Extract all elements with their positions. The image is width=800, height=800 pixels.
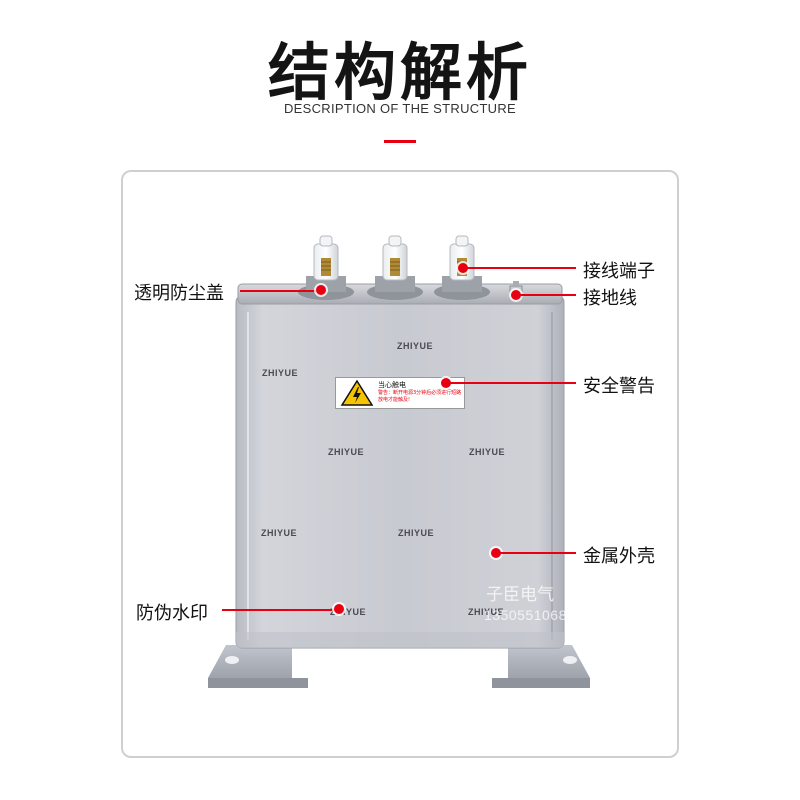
callout-dot (458, 263, 468, 273)
callout-safety-warning: 安全警告 (583, 376, 655, 397)
brand-watermark: ZHIYUE (398, 528, 435, 538)
brand-watermark: ZHIYUE (330, 607, 367, 617)
warning-title: 当心触电 (378, 381, 406, 389)
brand-watermark: ZHIYUE (261, 528, 298, 538)
leader-line (222, 609, 336, 611)
leader-line (499, 552, 576, 554)
brand-watermark: ZHIYUE (328, 447, 365, 457)
page-title: 结构解析 (267, 36, 532, 109)
callout-dot (441, 378, 451, 388)
callout-dot (334, 604, 344, 614)
brand-watermark: ZHIYUE (262, 368, 299, 378)
callout-terminal: 接线端子 (583, 261, 655, 282)
page-subtitle: DESCRIPTION OF THE STRUCTURE (283, 101, 517, 116)
callout-dust-cover: 透明防尘盖 (134, 283, 224, 304)
warning-text: 警告：断开电源3分钟后必须进行短路放电才能触及! (378, 390, 462, 403)
brand-watermark: ZHIYUE (397, 341, 434, 351)
mounting-base (208, 645, 590, 688)
callout-anti-counterfeit: 防伪水印 (136, 603, 208, 624)
leader-line (466, 267, 576, 269)
brand-watermark: ZHIYUE (469, 447, 506, 457)
leader-line (449, 382, 576, 384)
shop-watermark: 子臣电气 (486, 585, 554, 605)
leader-line (519, 294, 576, 296)
leader-line (240, 290, 320, 292)
callout-ground-wire: 接地线 (583, 288, 637, 309)
callout-dot (511, 290, 521, 300)
shop-phone-watermark: 13505510688 (484, 607, 576, 623)
brand-watermark: ZHIYUE (468, 607, 505, 617)
callout-dot (491, 548, 501, 558)
high-voltage-icon (340, 379, 374, 406)
title-underline (384, 140, 416, 143)
callout-dot (316, 285, 326, 295)
callout-metal-shell: 金属外壳 (583, 546, 655, 567)
